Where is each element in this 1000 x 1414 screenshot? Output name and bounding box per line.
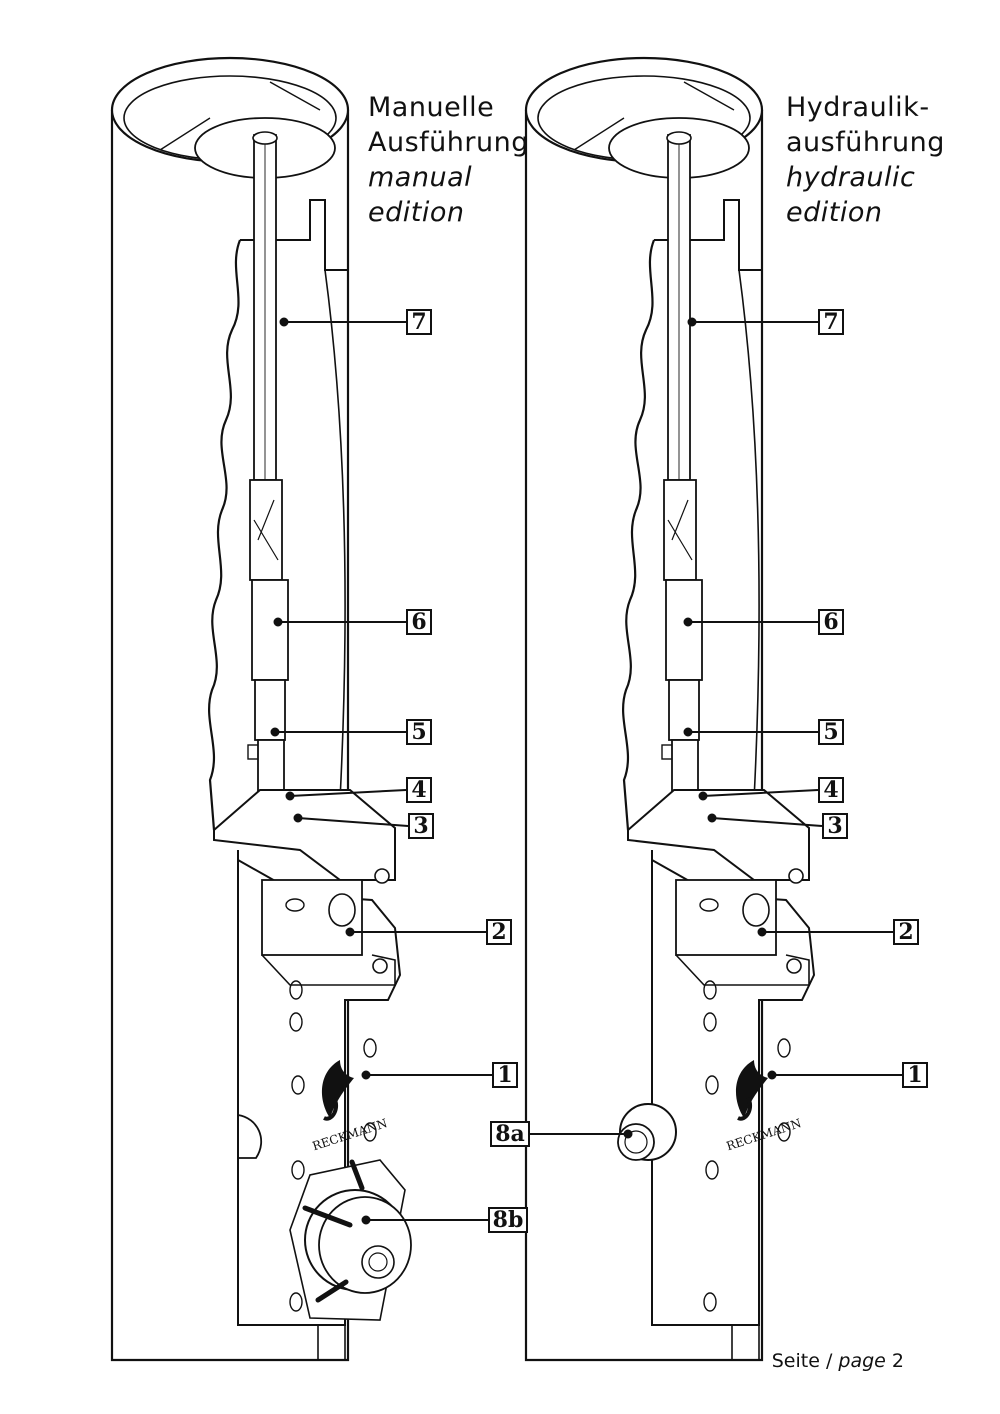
manual-callout-1: 1 — [492, 1062, 518, 1088]
manual-leader-lines — [270, 317, 492, 1225]
manual-title-de-2: Ausführung — [368, 127, 529, 158]
page-number: 2 — [891, 1350, 904, 1372]
manual-callout-3: 3 — [408, 813, 434, 839]
manual-callout-5: 5 — [406, 719, 432, 745]
hydraulic-title: Hydraulik- ausführung hydraulic edition — [786, 90, 945, 230]
hydraulic-callout-2: 2 — [893, 919, 919, 945]
page-label: Seite / — [771, 1350, 833, 1372]
manual-callout-6: 6 — [406, 609, 432, 635]
hydraulic-callout-4: 4 — [818, 777, 844, 803]
manual-callout-7: 7 — [406, 309, 432, 335]
hydraulic-title-en-1: hydraulic — [786, 162, 916, 193]
hydraulic-callout-8a: 8a — [490, 1121, 530, 1147]
manual-callout-4: 4 — [406, 777, 432, 803]
hydraulic-title-en-2: edition — [786, 197, 883, 228]
hydraulic-callout-6: 6 — [818, 609, 844, 635]
manual-gear-unit — [289, 1159, 412, 1321]
hydraulic-callout-7: 7 — [818, 309, 844, 335]
manual-callout-2: 2 — [486, 919, 512, 945]
hydraulic-callout-3: 3 — [822, 813, 848, 839]
manual-title: Manuelle Ausführung manual edition — [368, 90, 529, 230]
hydraulic-title-de-2: ausführung — [786, 127, 945, 158]
manual-title-en-1: manual — [368, 162, 473, 193]
manual-callout-8b: 8b — [488, 1207, 528, 1233]
hydraulic-callout-1: 1 — [902, 1062, 928, 1088]
hydraulic-post-assembly — [524, 56, 816, 1362]
manual-title-en-2: edition — [368, 197, 465, 228]
hydraulic-title-de-1: Hydraulik- — [786, 92, 930, 123]
page-label-en: page — [838, 1350, 886, 1372]
manual-title-de-1: Manuelle — [368, 92, 495, 123]
hydraulic-callout-5: 5 — [818, 719, 844, 745]
page-footer: Seite / page 2 — [772, 1350, 904, 1372]
manual-notch — [237, 1114, 263, 1159]
hydraulic-leader-lines — [530, 317, 902, 1139]
